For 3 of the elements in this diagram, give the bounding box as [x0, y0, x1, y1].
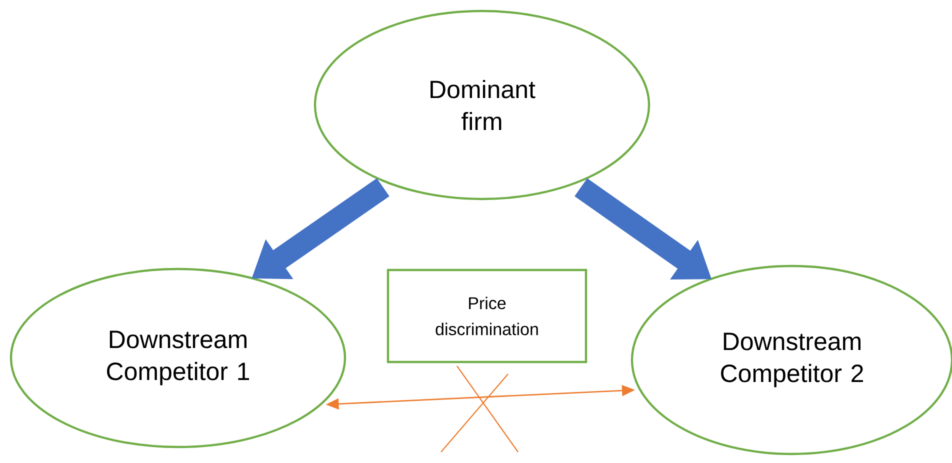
- ellipse-node: Downstream Competitor 1: [10, 268, 346, 448]
- ellipse-node: Dominant firm: [314, 10, 650, 200]
- text-box: Price discrimination: [386, 268, 588, 364]
